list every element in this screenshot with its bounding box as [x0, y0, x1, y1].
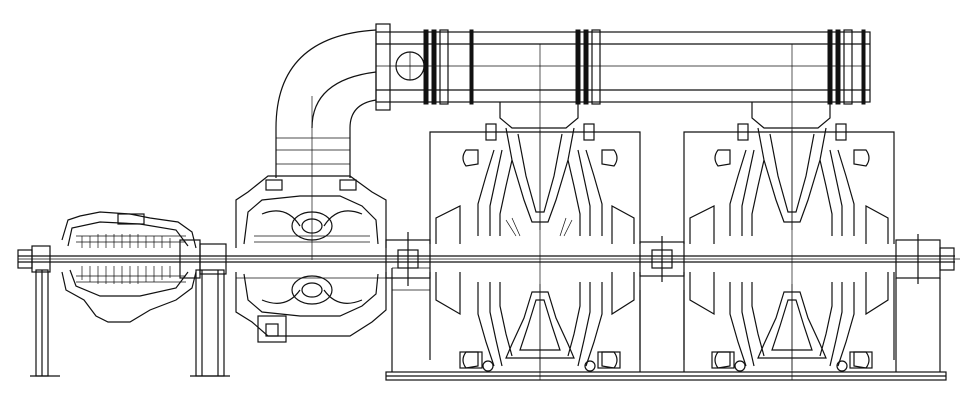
bearing-pedestals	[30, 269, 947, 381]
high-pressure-turbine	[61, 211, 227, 323]
intermediate-pressure-turbine	[235, 175, 387, 343]
rotor-shaft	[17, 245, 960, 273]
low-pressure-turbine-a	[391, 102, 641, 372]
low-pressure-turbine-b	[683, 102, 941, 372]
ip-lp-bearing	[385, 232, 431, 286]
